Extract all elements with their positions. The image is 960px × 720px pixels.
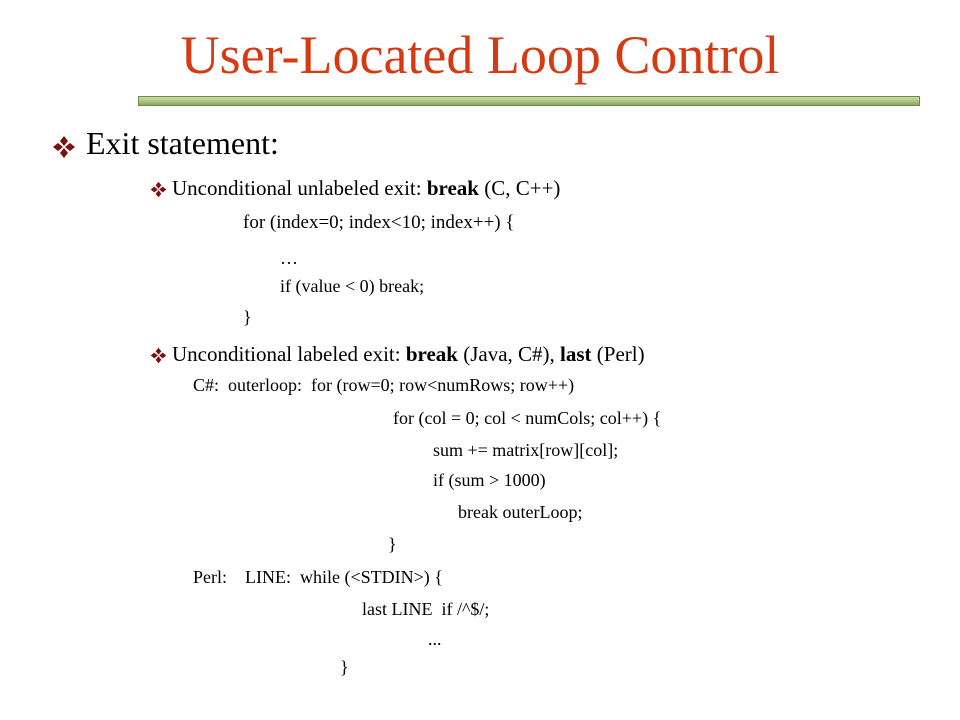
four-diamond-bullet-icon — [150, 347, 167, 364]
code-line: } — [340, 657, 349, 677]
code-line: ... — [428, 629, 442, 649]
bullet-text: Unconditional unlabeled exit: break (C, … — [172, 176, 561, 200]
bullet-text: Unconditional labeled exit: break (Java,… — [172, 342, 645, 366]
code-line: … — [280, 248, 298, 268]
code-line: if (value < 0) break; — [280, 276, 425, 296]
keyword-break: break — [426, 176, 479, 200]
title-divider — [138, 96, 920, 106]
code-line: if (sum > 1000) — [433, 470, 546, 490]
code-line: last LINE if /^$/; — [362, 599, 490, 619]
heading-text: Exit statement: — [86, 125, 279, 161]
code-line: } — [388, 534, 397, 554]
four-diamond-bullet-icon — [52, 135, 76, 159]
code-line: Perl: LINE: while (<STDIN>) { — [193, 567, 443, 587]
keyword-last: last — [560, 342, 592, 366]
code-line: } — [243, 307, 252, 327]
slide-title: User-Located Loop Control — [180, 25, 780, 85]
four-diamond-bullet-icon — [150, 181, 167, 198]
code-line: sum += matrix[row][col]; — [433, 440, 619, 460]
keyword-break: break — [405, 342, 458, 366]
code-line: for (index=0; index<10; index++) { — [243, 212, 515, 233]
code-line: for (col = 0; col < numCols; col++) { — [393, 408, 662, 428]
code-line: C#: outerloop: for (row=0; row<numRows; … — [193, 375, 575, 395]
code-line: break outerLoop; — [458, 502, 583, 522]
